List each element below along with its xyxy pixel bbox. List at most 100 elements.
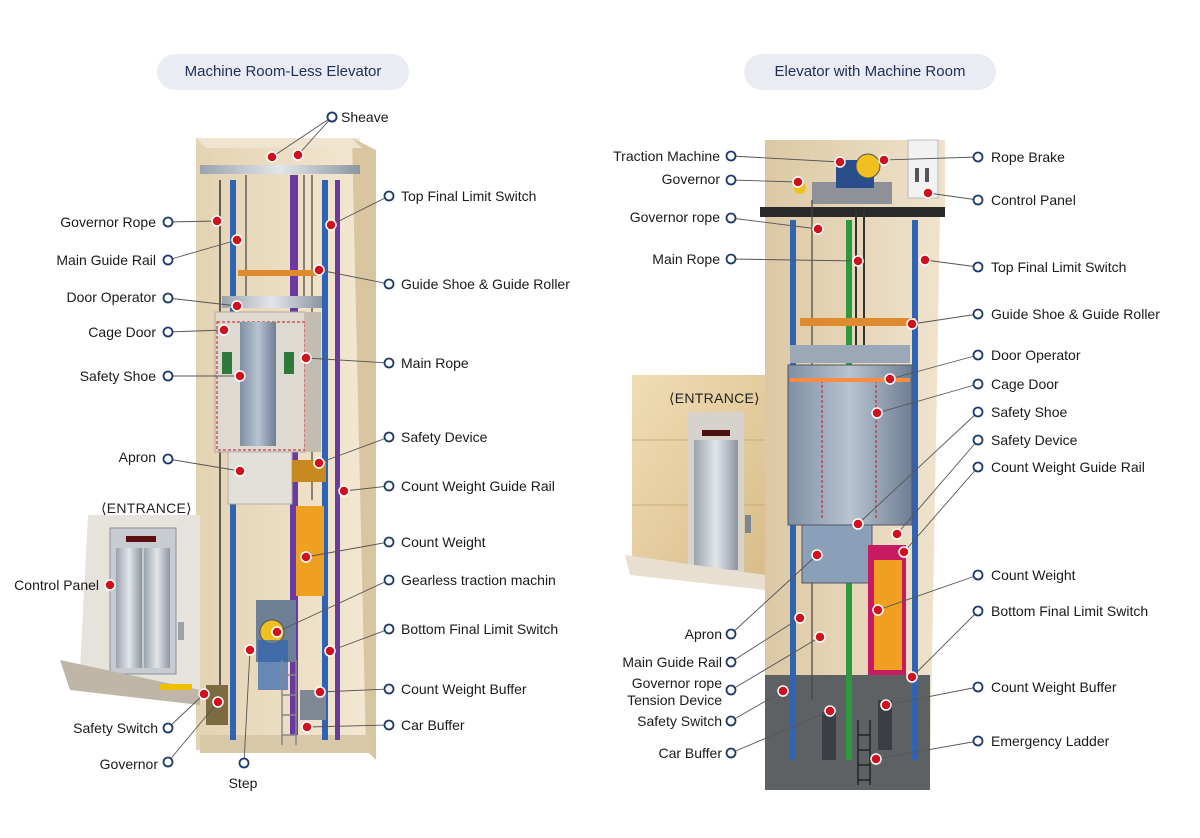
marker-main-guide-rail [231,234,243,246]
label-car-buffer-r: Car Buffer [658,745,722,761]
leader-safety-shoe-r [857,411,979,525]
leader-safety-switch [167,693,205,729]
label-safety-switch-r: Safety Switch [637,713,722,729]
label-sheave: Sheave [341,109,389,125]
leader-main-rope [305,357,390,364]
label-governor-r: Governor [661,171,720,187]
label-count-weight-buffer-r: Count Weight Buffer [991,679,1117,695]
label-circle-safety-device-r [972,434,984,446]
label-main-guide-rail-r: Main Guide Rail [622,654,722,670]
label-circle-safety-switch-r [725,715,737,727]
leader-count-weight-r [877,574,979,611]
label-apron-r: Apron [684,626,722,642]
marker-door-operator-r [884,373,896,385]
leader-main-guide-rail-r [730,617,801,663]
leader-traction-machine [730,155,841,163]
marker-safety-device-r [891,528,903,540]
label-guide-shoe-guide-roller-r: Guide Shoe & Guide Roller [991,306,1160,322]
marker-safety-switch [198,688,210,700]
label-main-rope: Main Rope [401,355,469,371]
marker-rope-brake [878,154,890,166]
label-circle-rope-brake [972,151,984,163]
label-circle-governor-rope-r [725,212,737,224]
mr-entrance [625,375,765,590]
label-circle-car-buffer [383,719,395,731]
label-circle-guide-shoe [383,278,395,290]
marker-count-weight-guide-rail-r [898,546,910,558]
leader-count-weight-buffer [319,688,390,693]
mr-shaft [760,139,945,790]
marker-traction-machine [834,156,846,168]
label-circle-count-weight-buffer-r [972,681,984,693]
label-count-weight-guide-rail: Count Weight Guide Rail [401,478,555,494]
marker-gearless [271,626,283,638]
marker-main-rope [300,352,312,364]
marker-sheave-a [266,151,278,163]
leader-top-final-limit-switch [330,195,390,226]
label-bottom-final-limit-switch-r: Bottom Final Limit Switch [991,603,1149,619]
marker-governor-rope [211,215,223,227]
label-bottom-final-limit-switch: Bottom Final Limit Switch [401,621,559,637]
marker-governor [212,696,224,708]
label-circle-bottom-final-limit-r [972,605,984,617]
leader-bottom-final-limit [329,628,390,652]
marker-safety-switch-r [777,685,789,697]
label-circle-count-weight-guide-rail [383,480,395,492]
label-cage-door: Cage Door [88,324,156,340]
leader-car-buffer-r [730,710,831,754]
label-circle-count-weight-guide-rail-r [972,461,984,473]
leader-main-guide-rail [167,239,238,261]
label-circle-car-buffer-r [725,747,737,759]
marker-bottom-final-limit [324,645,336,657]
label-count-weight: Count Weight [401,534,486,550]
leader-governor [167,701,219,763]
label-control-panel: Control Panel [14,577,99,593]
label-rope-brake: Rope Brake [991,149,1065,165]
label-emergency-ladder: Emergency Ladder [991,733,1110,749]
label-safety-shoe: Safety Shoe [79,368,156,384]
leader-car-buffer [306,724,390,728]
leader-count-weight-guide-rail-r [903,466,979,553]
leader-safety-switch-r [730,690,784,722]
marker-step [244,644,256,656]
leader-governor-r [730,179,799,183]
marker-cage-door [218,324,230,336]
leader-rope-brake [883,156,979,161]
leader-door-operator [167,297,238,307]
label-control-panel-r: Control Panel [991,192,1076,208]
label-circle-governor-rope [162,216,174,228]
label-circle-safety-device [383,431,395,443]
leader-sheave-a [271,116,333,158]
leader-door-operator-r [889,354,979,380]
label-governor-rope-tension-device: Governor rope Tension Device [627,675,722,708]
label-door-operator-r: Door Operator [991,347,1081,363]
leader-apron [167,458,241,472]
label-car-buffer: Car Buffer [401,717,465,733]
leader-sheave-b [297,116,333,156]
label-governor-rope: Governor Rope [60,214,156,230]
marker-apron [234,465,246,477]
marker-guide-shoe [313,264,325,276]
red-markers [104,149,934,765]
label-circle-door-operator [162,292,174,304]
leader-cage-door [167,329,225,333]
label-circle-main-guide-rail [162,254,174,266]
label-count-weight-buffer: Count Weight Buffer [401,681,527,697]
marker-count-weight [300,551,312,563]
marker-sheave-b [292,149,304,161]
label-circle-step [238,757,250,769]
marker-guide-shoe-r [906,318,918,330]
label-circle-safety-switch [162,722,174,734]
leader-governor-rope-tension [730,636,821,691]
leader-control-panel-r [927,192,979,201]
label-governor-rope-r: Governor rope [629,209,720,225]
label-circle-sheave-b [326,111,338,123]
label-circle-governor [162,756,174,768]
label-circle-apron [162,453,174,465]
title-machine-room-less: Machine Room-Less Elevator [157,54,409,90]
marker-control-panel-r [922,187,934,199]
label-main-rope-r: Main Rope [652,251,720,267]
label-circle-governor-r [725,174,737,186]
label-circle-count-weight [383,536,395,548]
